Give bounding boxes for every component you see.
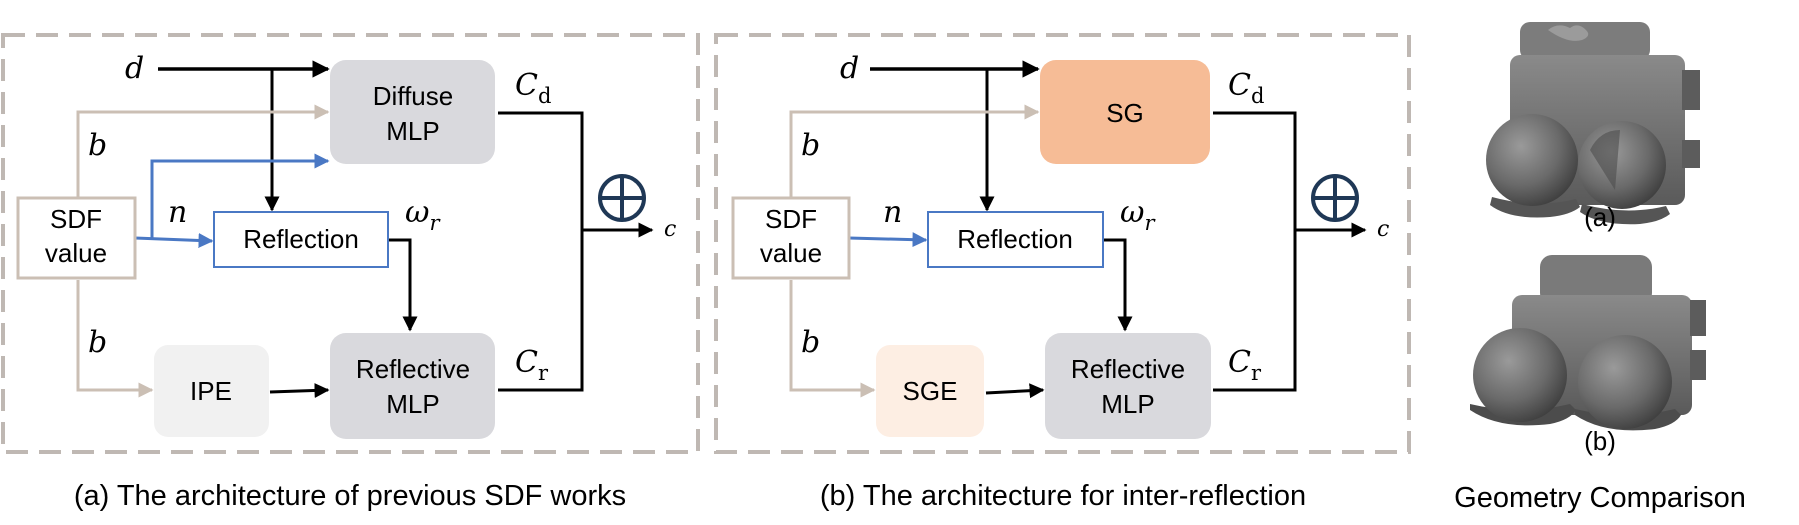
mesh-render-b — [1470, 255, 1706, 431]
label-b-bottom-b: b — [801, 325, 820, 360]
sg-box — [1040, 60, 1210, 164]
diffuse-mlp-box — [330, 60, 495, 164]
line-cd — [498, 111, 584, 392]
reflective-mlp-line2-b: MLP — [1101, 389, 1154, 419]
reflective-mlp-box — [330, 333, 495, 439]
sum-symbol-icon — [598, 174, 646, 222]
label-omega: ωr — [405, 195, 441, 235]
arrow-reflection-to-mlp-b — [1104, 238, 1133, 332]
arrow-ipe-to-mlp — [269, 382, 330, 398]
arrow-n-to-reflection-b — [848, 232, 928, 248]
label-b-top-b: b — [801, 128, 820, 163]
panel-b-border — [714, 33, 1411, 454]
label-cr-b: Cr — [1228, 345, 1262, 385]
sdf-value-box-b — [731, 196, 851, 280]
sdf-value-line2-b: value — [760, 238, 822, 268]
line-cd-b — [1213, 111, 1297, 392]
sge-label: SGE — [903, 376, 958, 406]
reflection-box-b — [927, 211, 1104, 268]
mesh-render-a — [1486, 22, 1700, 225]
label-d-b: d — [840, 51, 859, 86]
sum-symbol-icon-b — [1311, 174, 1359, 222]
arrow-reflection-to-mlp — [389, 238, 418, 332]
diffuse-mlp-line1: Diffuse — [373, 81, 453, 111]
panel-c-caption: Geometry Comparison — [1454, 482, 1746, 514]
label-b-top: b — [88, 128, 107, 163]
label-cr: Cr — [515, 345, 549, 385]
reflection-label-b: Reflection — [957, 224, 1073, 254]
reflective-mlp-line1-b: Reflective — [1071, 354, 1185, 384]
reflective-mlp-line2: MLP — [386, 389, 439, 419]
panel-a: SDF value Diffuse MLP Reflection IPE Ref… — [1, 33, 700, 512]
sdf-value-box — [16, 196, 137, 280]
panel-b: SDF value SG Reflection SGE Reflective M… — [714, 33, 1411, 512]
reflective-mlp-box-b — [1045, 333, 1211, 439]
label-geometry-b: (b) — [1584, 426, 1616, 456]
label-b-bottom: b — [88, 325, 107, 360]
label-n: n — [168, 195, 187, 230]
diffuse-mlp-line2: MLP — [386, 116, 439, 146]
label-n-b: n — [883, 195, 902, 230]
arrow-b-to-ipe — [76, 280, 154, 398]
sdf-value-line2: value — [45, 238, 107, 268]
label-c: c — [664, 217, 676, 242]
arrow-n-to-reflection — [134, 232, 214, 248]
label-cd: Cd — [515, 68, 551, 108]
ipe-box — [154, 345, 269, 437]
reflection-box — [213, 211, 389, 268]
arrow-b-to-sge — [789, 280, 876, 398]
sge-box — [876, 345, 984, 437]
panel-c: (a) (b) Geometry Comparison — [1454, 22, 1746, 514]
panel-a-caption: (a) The architecture of previous SDF wor… — [74, 480, 626, 512]
reflective-mlp-line1: Reflective — [356, 354, 470, 384]
sg-label: SG — [1106, 98, 1144, 128]
arrow-b-to-sg — [789, 104, 1040, 202]
arrow-sge-to-mlp — [985, 383, 1045, 399]
label-c-b: c — [1377, 217, 1389, 242]
panel-a-border — [1, 33, 700, 454]
sdf-value-line1: SDF — [50, 204, 102, 234]
label-omega-b: ωr — [1120, 195, 1156, 235]
label-d: d — [125, 51, 144, 86]
panel-b-caption: (b) The architecture for inter-reflectio… — [820, 480, 1306, 512]
label-geometry-a: (a) — [1584, 202, 1616, 232]
label-cd-b: Cd — [1228, 68, 1264, 108]
arrow-n-to-mlp — [150, 153, 330, 238]
reflection-label: Reflection — [243, 224, 359, 254]
ipe-label: IPE — [190, 376, 232, 406]
arrow-b-to-mlp — [76, 104, 330, 202]
sdf-value-line1-b: SDF — [765, 204, 817, 234]
